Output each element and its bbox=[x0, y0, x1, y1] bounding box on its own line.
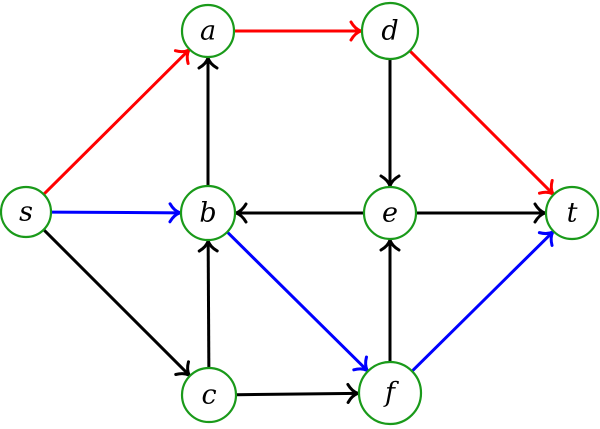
edge-c-b bbox=[197, 239, 219, 369]
edge-a-d bbox=[234, 20, 363, 42]
edge-b-f bbox=[226, 230, 369, 372]
node-a: a bbox=[180, 3, 236, 59]
node-b-label: b bbox=[199, 198, 216, 229]
node-s-label: s bbox=[19, 197, 33, 228]
node-t-label: t bbox=[567, 198, 578, 229]
edge-f-t bbox=[410, 230, 555, 373]
node-s-circle bbox=[0, 185, 53, 239]
node-c: c bbox=[180, 366, 238, 424]
node-d-circle bbox=[360, 1, 420, 61]
edge-b-a bbox=[197, 56, 219, 186]
node-t-circle bbox=[544, 185, 600, 241]
node-a-circle bbox=[180, 3, 236, 59]
node-b: b bbox=[179, 184, 237, 242]
edges-layer bbox=[42, 20, 555, 404]
edge-line bbox=[408, 49, 554, 195]
edge-d-e bbox=[379, 59, 401, 188]
node-e: e bbox=[362, 185, 418, 241]
edge-e-b bbox=[234, 202, 364, 224]
edge-c-f bbox=[235, 382, 360, 404]
node-b-circle bbox=[179, 184, 237, 242]
edge-line bbox=[235, 391, 358, 397]
edge-line bbox=[206, 241, 211, 369]
edge-s-b bbox=[50, 202, 182, 224]
node-f-circle bbox=[357, 360, 423, 426]
edge-line bbox=[226, 230, 368, 371]
node-f: f bbox=[357, 360, 423, 426]
node-t: t bbox=[544, 185, 600, 241]
edge-line bbox=[42, 228, 190, 376]
edge-s-a bbox=[42, 48, 191, 196]
edge-line bbox=[50, 210, 180, 215]
edge-s-c bbox=[42, 228, 191, 377]
edge-e-t bbox=[416, 202, 547, 224]
node-s: s bbox=[0, 185, 53, 239]
edge-f-e bbox=[379, 238, 401, 362]
node-d: d bbox=[360, 1, 420, 61]
edge-d-t bbox=[408, 49, 555, 196]
node-a-label: a bbox=[200, 16, 216, 47]
node-c-circle bbox=[180, 366, 238, 424]
edge-line bbox=[410, 231, 554, 373]
node-e-circle bbox=[362, 185, 418, 241]
node-e-label: e bbox=[382, 198, 398, 229]
node-c-label: c bbox=[201, 380, 216, 411]
edge-line bbox=[42, 49, 190, 196]
node-d-label: d bbox=[381, 16, 398, 47]
